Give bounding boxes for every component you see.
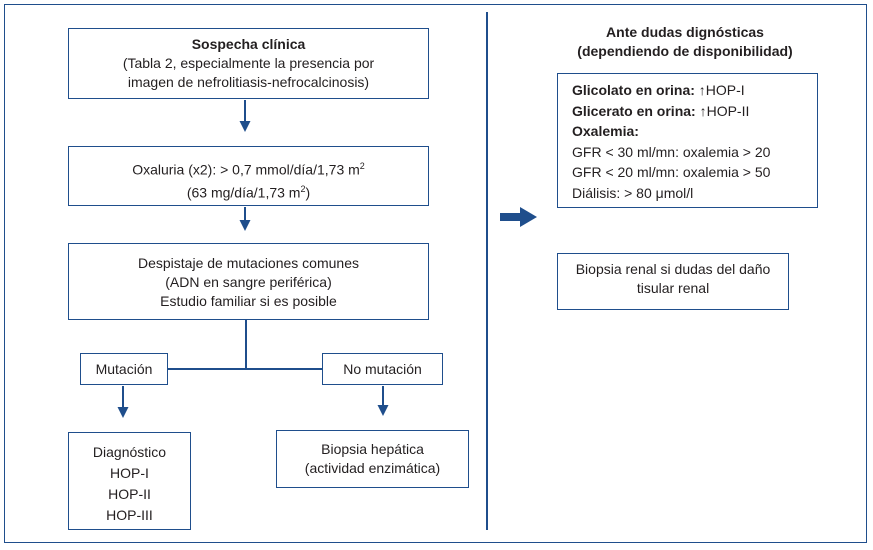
right-title-line1: Ante dudas dignósticas: [606, 24, 764, 40]
diagnostico-line3: HOP-II: [108, 486, 151, 502]
oxaluria-line1-text: Oxaluria (x2): > 0,7 mmol/día/1,73 m: [132, 161, 360, 178]
glicolato-label: Glicolato en orina:: [572, 82, 695, 98]
sospecha-line3: imagen de nefrolitiasis-nefrocalcinosis): [127, 74, 370, 90]
connector-vertical-stem: [245, 320, 247, 370]
connector-horizontal-branch: [168, 368, 322, 370]
arrow-down-mutacion: [117, 386, 129, 418]
no-mutacion-label: No mutación: [343, 361, 422, 377]
oxaluria-line1: Oxaluria (x2): > 0,7 mmol/día/1,73 m2: [69, 157, 428, 180]
sospecha-title: Sospecha clínica: [191, 36, 306, 52]
box-biopsia-renal: Biopsia renal si dudas del daño tisular …: [557, 253, 789, 310]
glicerato-line: Glicerato en orina: ↑HOP-II: [572, 101, 817, 122]
box-pruebas-bioquimicas: Glicolato en orina: ↑HOP-I Glicerato en …: [557, 73, 818, 208]
arrow-down-1: [239, 100, 251, 132]
arrow-down-2: [239, 207, 251, 231]
box-oxaluria: Oxaluria (x2): > 0,7 mmol/día/1,73 m2 (6…: [68, 146, 429, 206]
despistaje-line2: (ADN en sangre periférica): [165, 274, 332, 290]
diagnostico-line1: Diagnóstico: [92, 444, 167, 460]
right-column-title: Ante dudas dignósticas (dependiendo de d…: [540, 23, 830, 61]
box-diagnostico: Diagnóstico HOP-I HOP-II HOP-III: [68, 432, 191, 530]
box-despistaje: Despistaje de mutaciones comunes (ADN en…: [68, 243, 429, 320]
arrow-right-icon: [500, 207, 537, 227]
despistaje-line1: Despistaje de mutaciones comunes: [137, 255, 359, 271]
diagram-frame: [4, 4, 867, 543]
sospecha-line2: (Tabla 2, especialmente la presencia por: [122, 55, 375, 71]
biopsia-hepatica-line1: Biopsia hepática: [321, 441, 424, 457]
box-sospecha-clinica: Sospecha clínica (Tabla 2, especialmente…: [68, 28, 429, 99]
glicerato-label: Glicerato en orina:: [572, 102, 696, 119]
box-biopsia-hepatica: Biopsia hepática (actividad enzimática): [276, 430, 469, 488]
diagnostico-line4: HOP-III: [106, 507, 153, 523]
biopsia-renal-line2: tisular renal: [636, 280, 710, 296]
oxaluria-line1-sup: 2: [359, 161, 365, 171]
column-divider: [486, 12, 488, 530]
oxaluria-line2-end: ): [305, 184, 311, 201]
despistaje-line3: Estudio familiar si es posible: [160, 293, 337, 309]
glicolato-value: ↑HOP-I: [694, 82, 745, 98]
gfr30-line: GFR < 30 ml/mn: oxalemia > 20: [572, 143, 771, 160]
box-no-mutacion: No mutación: [322, 353, 443, 385]
box-mutacion: Mutación: [80, 353, 168, 385]
arrow-down-no-mutacion: [377, 386, 389, 416]
right-title-line2: (dependiendo de disponibilidad): [577, 43, 793, 59]
oxaluria-line2: (63 mg/día/1,73 m2): [69, 180, 428, 203]
biopsia-renal-line1: Biopsia renal si dudas del daño: [575, 261, 771, 277]
dialisis-line: Diálisis: > 80 μmol/l: [572, 184, 694, 201]
oxalemia-label: Oxalemia:: [572, 123, 639, 139]
mutacion-label: Mutación: [95, 361, 153, 377]
oxaluria-line2-sup: 2: [300, 183, 306, 194]
gfr20-line: GFR < 20 ml/mn: oxalemia > 50: [572, 164, 771, 180]
glicerato-value: ↑HOP-II: [695, 102, 750, 119]
glicolato-line: Glicolato en orina: ↑HOP-I: [572, 80, 817, 101]
biopsia-hepatica-line2: (actividad enzimática): [304, 460, 441, 476]
diagnostico-line2: HOP-I: [110, 465, 149, 481]
oxaluria-line2-text: (63 mg/día/1,73 m: [186, 184, 301, 201]
